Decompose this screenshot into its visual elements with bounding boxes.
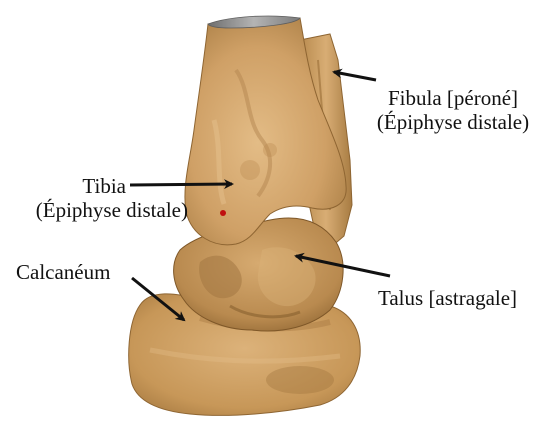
- fibula-label-line2: (Épiphyse distale): [360, 110, 546, 134]
- talus-label: Talus [astragale]: [378, 286, 517, 310]
- calcaneum-label: Calcanéum: [16, 260, 110, 284]
- tibia-label-line1: Tibia: [4, 174, 188, 198]
- landmark-marker: [220, 210, 226, 216]
- fibula-label: Fibula [péroné] (Épiphyse distale): [360, 86, 546, 134]
- calcaneum-label-line1: Calcanéum: [16, 260, 110, 284]
- tibia-label: Tibia (Épiphyse distale): [4, 174, 188, 222]
- talus-bone: [174, 218, 344, 331]
- talus-label-line1: Talus [astragale]: [378, 286, 517, 310]
- tibia-label-line2: (Épiphyse distale): [4, 198, 188, 222]
- fibula-label-line1: Fibula [péroné]: [360, 86, 546, 110]
